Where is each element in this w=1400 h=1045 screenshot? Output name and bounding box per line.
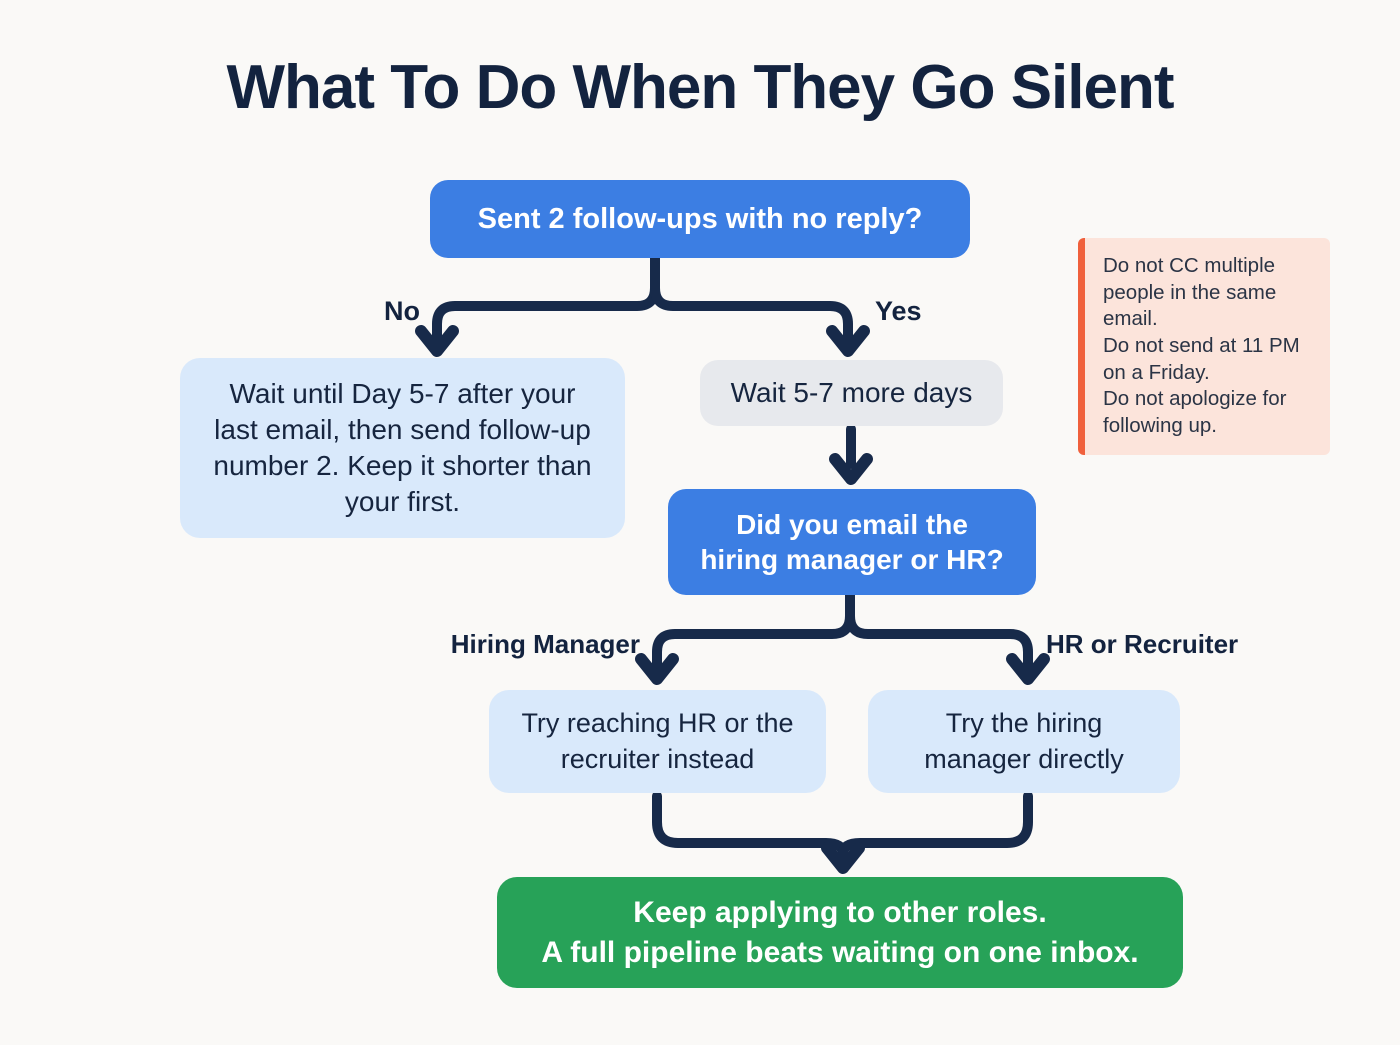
- final-advice-line1: Keep applying to other roles.: [633, 895, 1047, 929]
- no-result-node: Wait until Day 5-7 after your last email…: [180, 358, 625, 538]
- edge-label-hr-recruiter: HR or Recruiter: [1046, 629, 1239, 659]
- question2-node: Did you email the hiring manager or HR?: [668, 489, 1036, 595]
- yes-result-node: Wait 5-7 more days: [700, 360, 1003, 426]
- page-title: What To Do When They Go Silent: [226, 53, 1174, 122]
- connector-merge-left: [652, 791, 848, 859]
- arrowhead-hr: [1006, 653, 1050, 685]
- connector-q1-no: [432, 249, 660, 343]
- connector-q2-hr: [845, 587, 1033, 671]
- hr-recruiter-result-node: Try the hiring manager directly: [868, 690, 1180, 793]
- arrowhead-final: [821, 842, 865, 874]
- final-advice-line2: A full pipeline beats waiting on one inb…: [541, 935, 1139, 969]
- edge-label-hiring-manager: Hiring Manager: [450, 629, 640, 659]
- arrowhead-no: [415, 325, 459, 357]
- connector-q2-hm: [652, 587, 855, 671]
- connector-q1-yes: [650, 249, 853, 343]
- note-line-3: Do not apologize for following up.: [1103, 387, 1287, 437]
- hiring-manager-result-node: Try reaching HR or the recruiter instead: [489, 690, 826, 793]
- edge-label-yes: Yes: [875, 296, 922, 326]
- final-advice-node: Keep applying to other roles. A full pip…: [497, 877, 1183, 988]
- note-line-1: Do not CC multiple people in the same em…: [1103, 254, 1277, 331]
- arrowhead-yes: [826, 325, 870, 357]
- arrowhead-wait-q2: [829, 453, 873, 485]
- edge-label-no: No: [384, 296, 420, 326]
- arrowhead-hm: [635, 653, 679, 685]
- note-line-2: Do not send at 11 PM on a Friday.: [1103, 333, 1300, 384]
- dont-note-callout: Do not CC multiple people in the same em…: [1078, 238, 1330, 455]
- connector-merge-right: [838, 791, 1033, 859]
- question1-node: Sent 2 follow-ups with no reply?: [430, 180, 970, 258]
